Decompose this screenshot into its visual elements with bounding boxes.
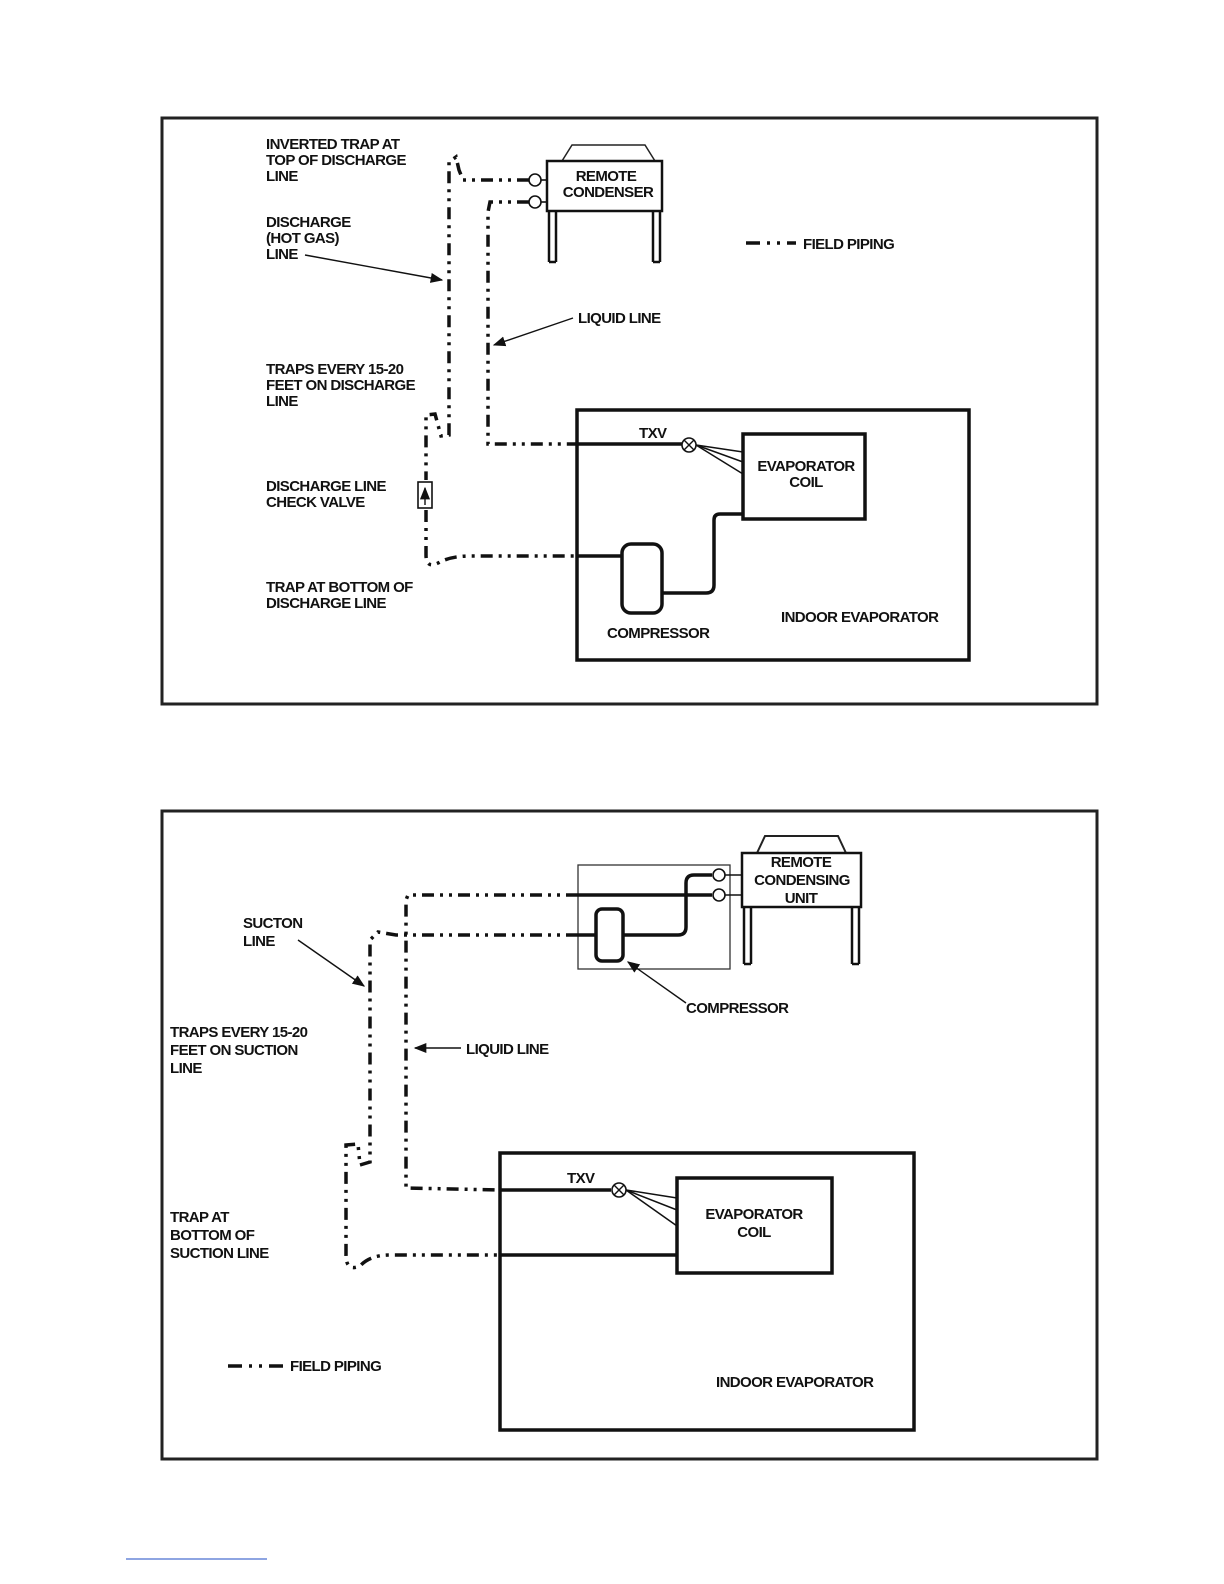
svg-text:TRAPS EVERY 15-20: TRAPS EVERY 15-20 [170, 1024, 308, 1041]
svg-text:DISCHARGE LINE: DISCHARGE LINE [266, 595, 387, 612]
evaporator-coil-line2: COIL [789, 474, 823, 491]
svg-text:EVAPORATOR: EVAPORATOR [705, 1206, 803, 1223]
liquid-line-2 [404, 893, 578, 1192]
svg-text:DISCHARGE: DISCHARGE [266, 214, 351, 231]
svg-text:COIL: COIL [737, 1224, 771, 1241]
trap-bottom-suction-line1: TRAP AT [170, 1209, 229, 1226]
trap-bottom-label-line1: TRAP AT BOTTOM OF [266, 579, 413, 596]
txv-valve-2 [611, 1182, 627, 1198]
indoor-evaporator-box-2 [498, 1151, 916, 1432]
svg-text:CONDENSER: CONDENSER [563, 184, 654, 201]
field-piping-legend: FIELD PIPING [746, 236, 895, 253]
svg-text:LINE: LINE [266, 393, 298, 410]
discharge-label-line1: DISCHARGE [266, 214, 351, 231]
liquid-line [486, 200, 577, 446]
compressor-enclosure [577, 864, 731, 970]
svg-text:REMOTE: REMOTE [576, 168, 637, 185]
suction-label-line1: SUCTON [243, 915, 302, 932]
inverted-trap-line3: LINE [266, 168, 298, 185]
diagram1-frame [160, 116, 1099, 706]
compressor-label-2: COMPRESSOR [686, 1000, 789, 1017]
remote-condensing-unit: REMOTE CONDENSING UNIT [740, 835, 863, 966]
svg-text:TRAP AT BOTTOM OF: TRAP AT BOTTOM OF [266, 579, 413, 596]
condensing-unit-line2: CONDENSING [754, 872, 850, 889]
liquid-line-label-2: LIQUID LINE [466, 1041, 549, 1058]
svg-text:TOP OF DISCHARGE: TOP OF DISCHARGE [266, 152, 406, 169]
discharge-diagram: REMOTE CONDENSER FIELD PIPING INVERTED T… [160, 116, 1099, 706]
remote-condenser-line2: CONDENSER [563, 184, 654, 201]
check-valve-label-line1: DISCHARGE LINE [266, 478, 387, 495]
discharge-line [424, 154, 529, 480]
remote-condenser-line1: REMOTE [576, 168, 637, 185]
svg-text:TRAP AT: TRAP AT [170, 1209, 229, 1226]
indoor-evaporator-label-2: INDOOR EVAPORATOR [716, 1374, 874, 1391]
diagram2-frame [160, 809, 1099, 1461]
field-piping-label: FIELD PIPING [803, 236, 894, 253]
txv-label-2: TXV [567, 1170, 595, 1187]
evaporator-coil [741, 432, 867, 521]
svg-text:REMOTE: REMOTE [771, 854, 832, 871]
suction-diagram: REMOTE CONDENSING UNIT SUCTON LINE COMPR… [160, 809, 1099, 1461]
svg-text:INVERTED TRAP AT: INVERTED TRAP AT [266, 136, 400, 153]
trap-bottom-suction-line2: BOTTOM OF [170, 1227, 255, 1244]
svg-text:LINE: LINE [170, 1060, 202, 1077]
svg-text:UNIT: UNIT [785, 890, 818, 907]
svg-text:TRAPS EVERY 15-20: TRAPS EVERY 15-20 [266, 361, 404, 378]
svg-text:SUCTION LINE: SUCTION LINE [170, 1245, 269, 1262]
evaporator-coil-2-line2: COIL [737, 1224, 771, 1241]
svg-text:FEET ON DISCHARGE: FEET ON DISCHARGE [266, 377, 416, 394]
svg-text:COIL: COIL [789, 474, 823, 491]
svg-text:BOTTOM OF: BOTTOM OF [170, 1227, 255, 1244]
traps-label-line1: TRAPS EVERY 15-20 [266, 361, 404, 378]
discharge-label-line2: (HOT GAS) [266, 230, 340, 247]
discharge-label-line3: LINE [266, 246, 298, 263]
condensing-unit-line3: UNIT [785, 890, 818, 907]
txv-valve [681, 437, 697, 453]
condenser-inlet-connection [528, 173, 542, 187]
liquid-line-label: LIQUID LINE [578, 310, 661, 327]
traps-label-line2: FEET ON DISCHARGE [266, 377, 416, 394]
inverted-trap-line2: TOP OF DISCHARGE [266, 152, 406, 169]
svg-text:CHECK VALVE: CHECK VALVE [266, 494, 365, 511]
condensing-unit-line1: REMOTE [771, 854, 832, 871]
field-piping-legend-2: FIELD PIPING [228, 1358, 382, 1375]
compressor [620, 542, 664, 615]
compressor-2 [594, 907, 625, 963]
svg-text:CONDENSING: CONDENSING [754, 872, 850, 889]
traps-label-line3: LINE [266, 393, 298, 410]
evaporator-coil-2 [675, 1176, 834, 1275]
suction-label-line2: LINE [243, 933, 275, 950]
trap-bottom-suction-line3: SUCTION LINE [170, 1245, 269, 1262]
svg-text:DISCHARGE LINE: DISCHARGE LINE [266, 478, 387, 495]
check-valve [417, 481, 433, 509]
svg-text:LINE: LINE [243, 933, 275, 950]
check-valve-label-line2: CHECK VALVE [266, 494, 365, 511]
svg-text:FEET ON SUCTION: FEET ON SUCTION [170, 1042, 298, 1059]
remote-condenser: REMOTE CONDENSER [528, 144, 664, 264]
discharge-line-lower [424, 510, 577, 567]
evaporator-coil-2-line1: EVAPORATOR [705, 1206, 803, 1223]
svg-text:LINE: LINE [266, 168, 298, 185]
evaporator-coil-line1: EVAPORATOR [757, 458, 855, 475]
traps-suction-line2: FEET ON SUCTION [170, 1042, 298, 1059]
txv-label: TXV [639, 425, 667, 442]
condenser-outlet-connection [528, 195, 542, 209]
svg-text:LINE: LINE [266, 246, 298, 263]
indoor-evaporator-label: INDOOR EVAPORATOR [781, 609, 939, 626]
compressor-label: COMPRESSOR [607, 625, 710, 642]
condensing-unit-connection-top [712, 868, 726, 882]
svg-text:SUCTON: SUCTON [243, 915, 302, 932]
traps-suction-line3: LINE [170, 1060, 202, 1077]
suction-line [344, 930, 578, 1270]
condensing-unit-connection-bottom [712, 888, 726, 902]
field-piping-label-2: FIELD PIPING [290, 1358, 381, 1375]
traps-suction-line1: TRAPS EVERY 15-20 [170, 1024, 308, 1041]
trap-bottom-label-line2: DISCHARGE LINE [266, 595, 387, 612]
inverted-trap-line1: INVERTED TRAP AT [266, 136, 400, 153]
svg-text:(HOT GAS): (HOT GAS) [266, 230, 340, 247]
svg-text:EVAPORATOR: EVAPORATOR [757, 458, 855, 475]
indoor-evaporator-box [575, 408, 971, 662]
